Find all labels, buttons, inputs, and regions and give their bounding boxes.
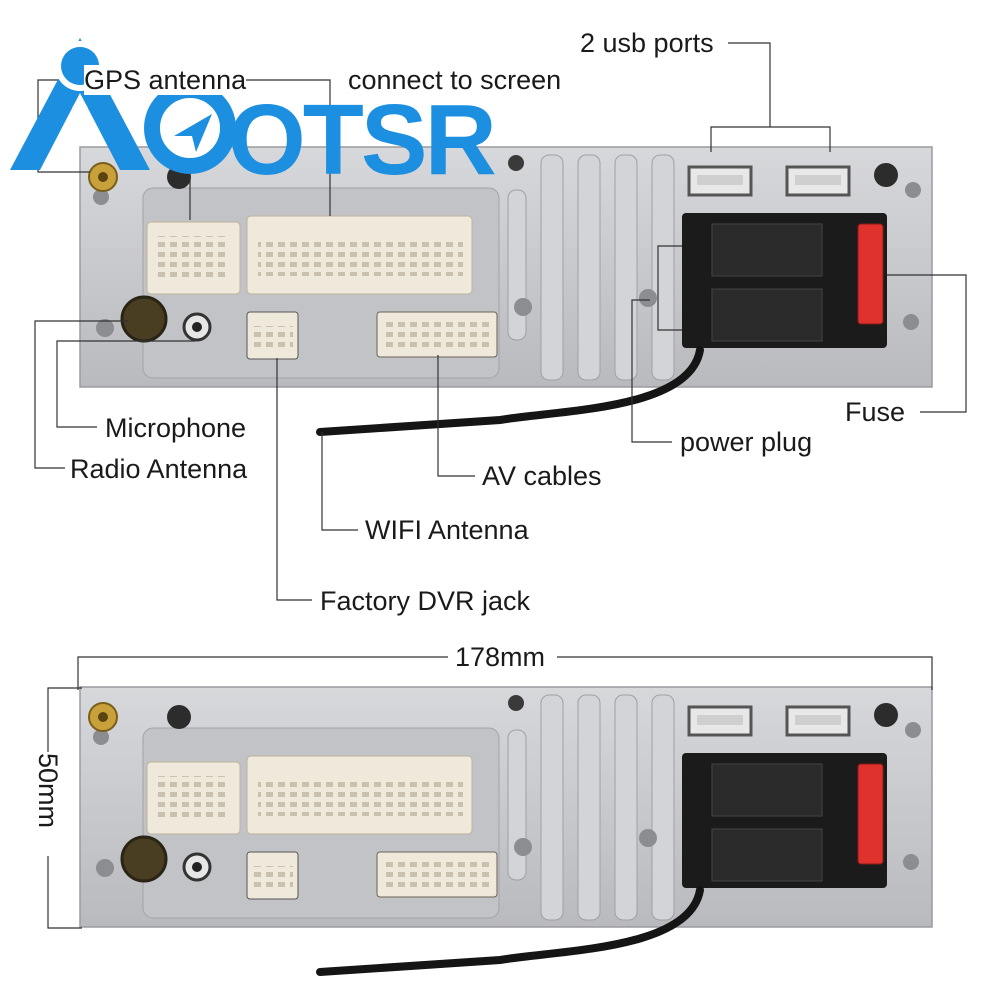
dimension-height: 50mm: [33, 753, 63, 829]
label-wifi-antenna: WIFI Antenna: [365, 515, 529, 545]
head-unit-rear-top: [80, 147, 932, 432]
label-usb-ports: 2 usb ports: [580, 28, 714, 58]
dimension-width: 178mm: [455, 642, 546, 672]
label-factory-dvr-jack: Factory DVR jack: [320, 586, 531, 616]
label-microphone: Microphone: [105, 413, 247, 443]
brand-logo: OTSR: [10, 38, 497, 190]
label-gps-antenna: GPS antenna: [84, 65, 247, 95]
label-power-plug: power plug: [680, 427, 813, 457]
head-unit-rear-bottom: [80, 687, 932, 972]
location-pin-icon: [10, 38, 236, 174]
label-radio-antenna: Radio Antenna: [70, 454, 248, 484]
label-fuse: Fuse: [845, 397, 906, 427]
label-av-cables: AV cables: [482, 461, 602, 491]
label-connect-to-screen: connect to screen: [348, 65, 562, 95]
brand-logo-text: OTSR: [228, 84, 497, 196]
